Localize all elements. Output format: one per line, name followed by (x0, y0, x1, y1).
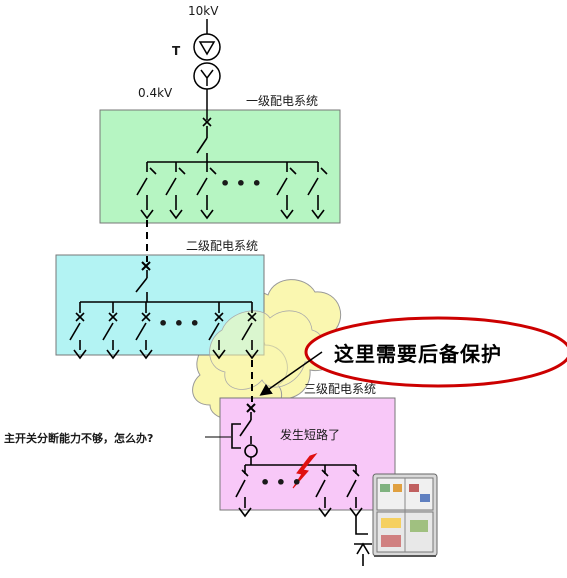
level3-label: 三级配电系统 (304, 382, 377, 396)
level3-box (219, 397, 396, 511)
callout-arrow (259, 351, 323, 396)
transformer-label: T (172, 44, 181, 58)
level1-switchgear (136, 117, 328, 220)
cloud-overlay (209, 310, 324, 390)
level1-label: 一级配电系统 (246, 94, 319, 108)
question-text: 主开关分断能力不够，怎么办? (4, 432, 154, 445)
link-level1-level2 (141, 220, 151, 271)
refrigerator-icon (372, 473, 438, 557)
fault-lightning-icon (292, 452, 318, 489)
callout-text: 这里需要后备保护 (334, 342, 502, 366)
level2-dots: • • • (158, 314, 200, 333)
level2-switchgear (69, 270, 259, 360)
level2-label: 二级配电系统 (186, 239, 259, 253)
callout-ellipse (304, 316, 567, 388)
fault-label: 发生短路了 (280, 428, 341, 442)
hv-voltage-label: 10kV (188, 4, 219, 18)
link-level2-level3 (246, 360, 256, 413)
level3-switchgear (231, 412, 372, 566)
lv-voltage-label: 0.4kV (138, 86, 173, 100)
transformer-symbol (193, 19, 221, 120)
level3-dots: • • • (260, 473, 302, 492)
level1-box (99, 109, 341, 224)
level1-dots: • • • (220, 174, 262, 193)
